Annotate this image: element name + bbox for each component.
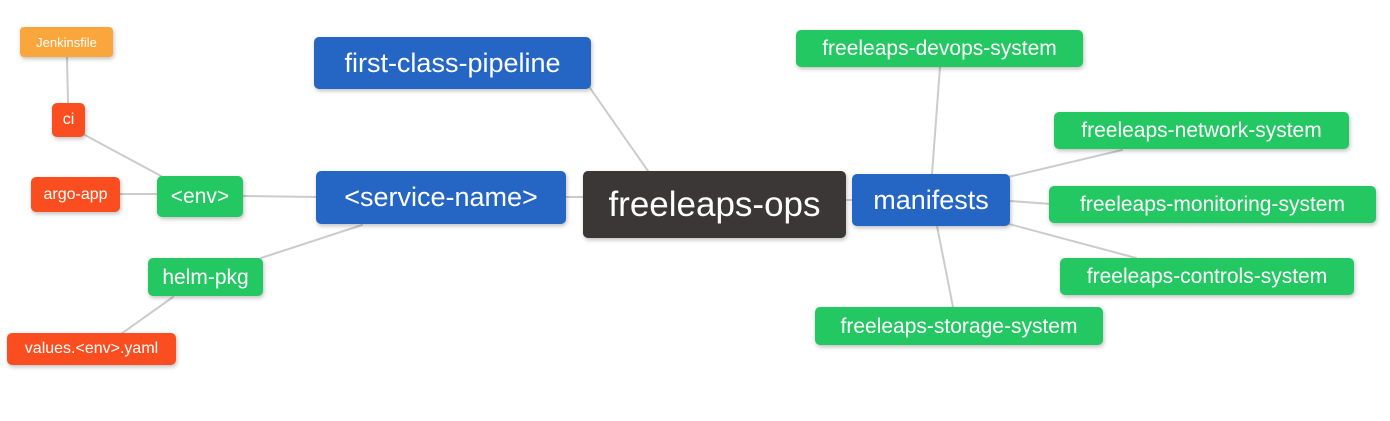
node-ci[interactable]: ci: [52, 103, 85, 137]
node-helm-pkg[interactable]: helm-pkg: [148, 258, 263, 296]
edge-jenkinsfile-ci: [66, 56, 69, 104]
node-freeleaps-devops-system[interactable]: freeleaps-devops-system: [796, 30, 1083, 67]
node-freeleaps-network-system[interactable]: freeleaps-network-system: [1054, 112, 1349, 149]
edge-helm-pkg-service-name: [260, 224, 363, 259]
node-freeleaps-storage-system[interactable]: freeleaps-storage-system: [815, 307, 1103, 345]
edge-values-helm-pkg: [120, 296, 174, 335]
node-first-class-pipeline[interactable]: first-class-pipeline: [314, 37, 591, 89]
node-env[interactable]: <env>: [157, 176, 243, 217]
node-root-freeleaps-ops[interactable]: freeleaps-ops: [583, 171, 846, 238]
node-freeleaps-monitoring-system[interactable]: freeleaps-monitoring-system: [1049, 186, 1376, 223]
edge-manifests-controls: [1008, 223, 1137, 259]
edge-pipeline-root: [589, 87, 649, 172]
node-argo-app[interactable]: argo-app: [31, 177, 120, 212]
edge-env-service-name: [242, 195, 317, 198]
edge-manifests-network: [1007, 149, 1123, 178]
node-service-name[interactable]: <service-name>: [316, 171, 566, 224]
node-freeleaps-controls-system[interactable]: freeleaps-controls-system: [1060, 258, 1354, 295]
node-values-env-yaml[interactable]: values.<env>.yaml: [7, 333, 176, 365]
node-manifests[interactable]: manifests: [852, 174, 1010, 226]
edge-manifests-devops: [931, 66, 941, 175]
node-jenkinsfile[interactable]: Jenkinsfile: [20, 27, 113, 57]
edge-ci-env: [82, 133, 162, 177]
edge-manifests-monitoring: [1009, 200, 1052, 205]
edge-manifests-storage: [936, 225, 954, 308]
